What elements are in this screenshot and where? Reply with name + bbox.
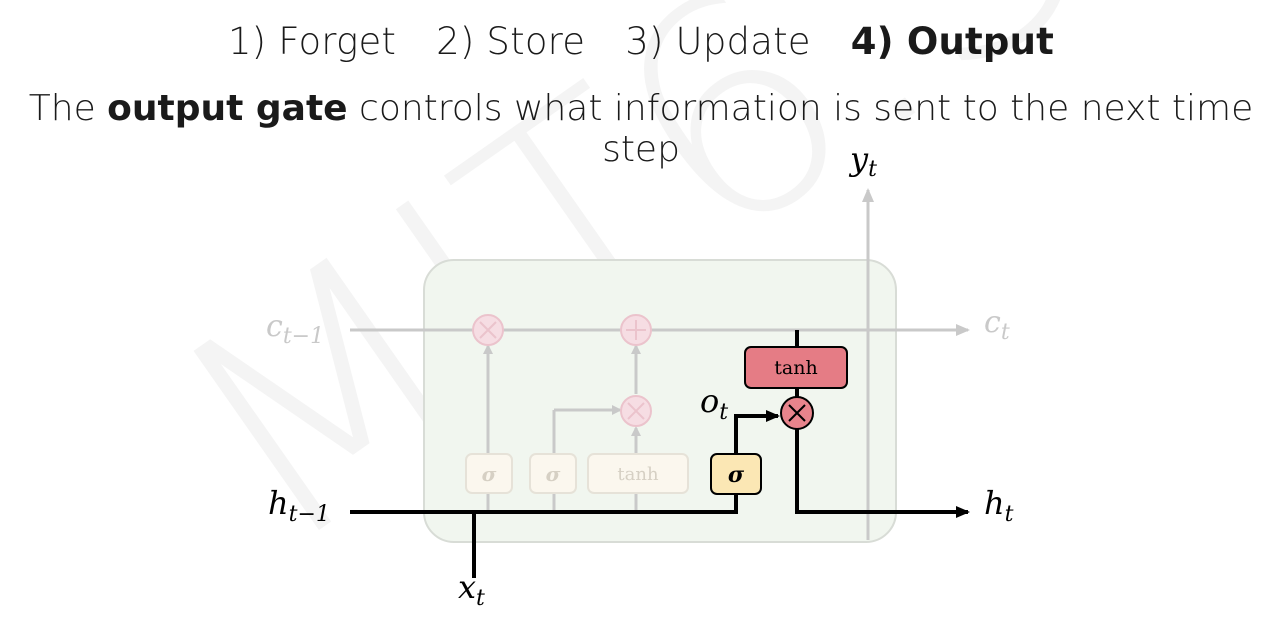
- input-sigma-label: σ: [546, 462, 561, 486]
- step-update: 3) Update: [625, 20, 811, 63]
- h-prev-line: [350, 494, 738, 514]
- step-output: 4) Output: [850, 20, 1055, 63]
- input-multiply-op: [620, 395, 652, 427]
- output-tanh-label: tanh: [774, 357, 817, 379]
- output-tanh-box: [744, 346, 848, 389]
- label-h-prev: ht−1: [268, 484, 330, 527]
- lstm-cell: [423, 259, 897, 543]
- h-out-line: [795, 428, 970, 518]
- step-store: 2) Store: [436, 20, 586, 63]
- subtitle-post: controls what information is sent to the…: [347, 88, 1254, 170]
- label-h-t: ht: [984, 484, 1014, 527]
- input-sigma-box: [529, 453, 577, 494]
- step-list: 1) Forget 2) Store 3) Update 4) Output: [0, 20, 1282, 63]
- step-forget: 1) Forget: [227, 20, 397, 63]
- label-c-prev: ct−1: [266, 309, 324, 349]
- output-sigma-label: σ: [728, 462, 745, 488]
- forget-sigma-box: [465, 453, 513, 494]
- label-x-t: xt: [458, 568, 485, 611]
- subtitle-bold: output gate: [107, 88, 348, 129]
- label-c-t: ct: [984, 305, 1010, 345]
- forget-sigma-label: σ: [482, 462, 497, 486]
- output-sigma-box: [710, 453, 762, 495]
- forget-multiply-op: [472, 314, 504, 346]
- candidate-tanh-label: tanh: [617, 464, 659, 485]
- subtitle: The output gate controls what informatio…: [0, 88, 1282, 170]
- label-o-t: ot: [700, 382, 728, 425]
- o-gate-line: [734, 410, 780, 454]
- add-op: [620, 314, 652, 346]
- label-y-t: yt: [848, 140, 877, 182]
- subtitle-pre: The: [28, 88, 108, 129]
- candidate-tanh-box: [587, 453, 689, 494]
- output-multiply-op: [780, 396, 814, 430]
